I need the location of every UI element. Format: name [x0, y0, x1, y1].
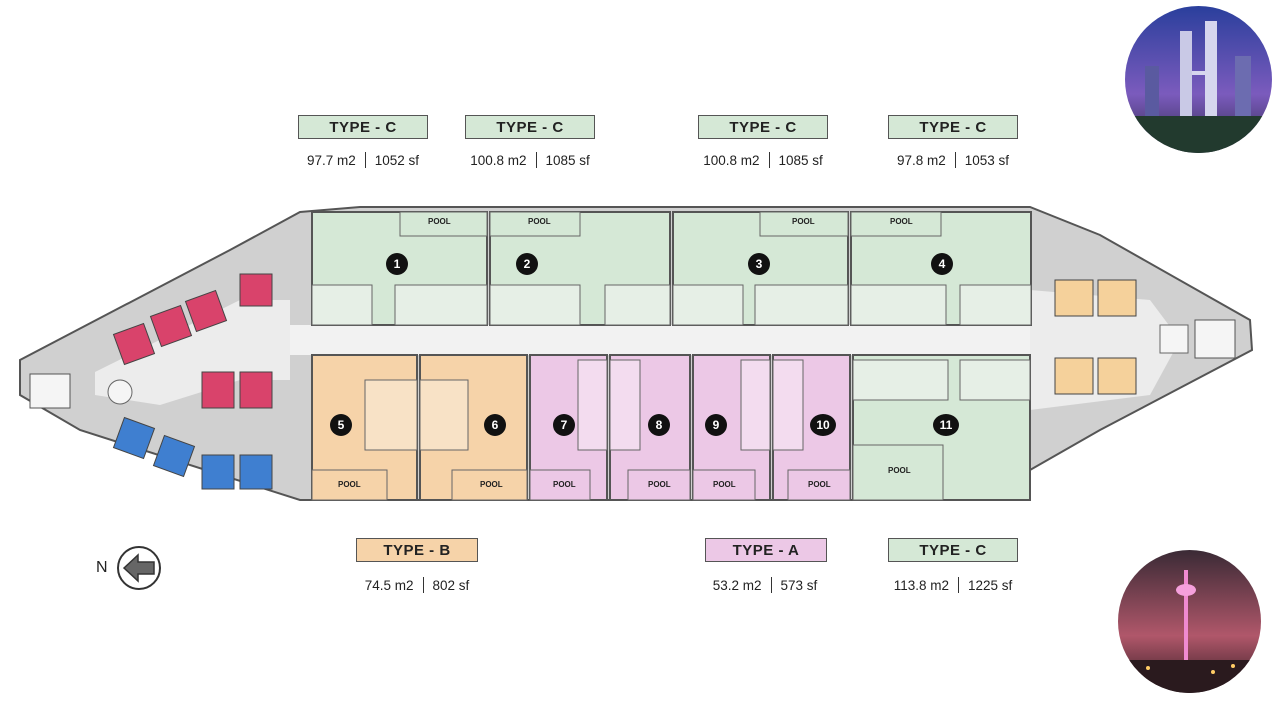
pool-label: POOL: [553, 480, 576, 489]
type-label: TYPE - C: [888, 538, 1018, 562]
city-skyline-photo: [1125, 6, 1272, 153]
unit-number-marker: 11: [933, 414, 959, 436]
area-info: 97.7 m2 1052 sf: [288, 150, 438, 170]
unit-number-marker: 5: [330, 414, 352, 436]
north-letter: N: [96, 559, 108, 576]
type-label: TYPE - C: [888, 115, 1018, 139]
area-sf: 1052 sf: [374, 152, 420, 168]
area-info: 113.8 m2 1225 sf: [878, 575, 1028, 595]
divider: [364, 152, 366, 168]
unit-5: [311, 354, 418, 501]
area-m2: 113.8 m2: [893, 577, 949, 593]
area-m2: 53.2 m2: [712, 577, 762, 593]
pool-label: POOL: [428, 217, 451, 226]
pool-label: POOL: [713, 480, 736, 489]
pool-label: POOL: [888, 466, 911, 475]
unit-number-marker: 3: [748, 253, 770, 275]
unit-4: [850, 211, 1032, 326]
type-label: TYPE - C: [465, 115, 595, 139]
divider: [768, 152, 770, 168]
pool-label: POOL: [890, 217, 913, 226]
tower-night-photo: [1118, 550, 1261, 693]
area-sf: 1225 sf: [968, 577, 1013, 593]
north-compass: N: [96, 545, 162, 591]
pool-label: POOL: [480, 480, 503, 489]
type-label: TYPE - B: [356, 538, 478, 562]
area-sf: 1053 sf: [964, 152, 1010, 168]
divider: [535, 152, 537, 168]
divider: [422, 577, 424, 593]
unit-6: [419, 354, 528, 501]
divider: [958, 577, 959, 593]
pool-label: POOL: [528, 217, 551, 226]
area-sf: 1085 sf: [778, 152, 823, 168]
unit-10: [772, 354, 851, 501]
pool-label: POOL: [808, 480, 831, 489]
pool-label: POOL: [792, 217, 815, 226]
unit-9: [692, 354, 771, 501]
pool-label: POOL: [648, 480, 671, 489]
area-sf: 802 sf: [432, 577, 470, 593]
unit-number-marker: 1: [386, 253, 408, 275]
divider: [770, 577, 772, 593]
area-m2: 100.8 m2: [470, 152, 527, 168]
west-parking: [29, 273, 273, 490]
area-sf: 573 sf: [780, 577, 818, 593]
area-m2: 97.8 m2: [896, 152, 946, 168]
east-parking: [1054, 279, 1236, 395]
type-label: TYPE - A: [705, 538, 827, 562]
area-m2: 100.8 m2: [703, 152, 760, 168]
area-sf: 1085 sf: [545, 152, 590, 168]
arrow-left-icon: [116, 546, 161, 590]
divider: [954, 152, 956, 168]
area-info: 100.8 m2 1085 sf: [455, 150, 605, 170]
corridor: [290, 325, 1170, 355]
unit-number-marker: 7: [553, 414, 575, 436]
pool-label: POOL: [338, 480, 361, 489]
area-m2: 74.5 m2: [364, 577, 414, 593]
area-m2: 97.7 m2: [306, 152, 356, 168]
unit-number-marker: 10: [810, 414, 836, 436]
unit-number-marker: 8: [648, 414, 670, 436]
unit-number-marker: 4: [931, 253, 953, 275]
area-info: 53.2 m2 573 sf: [690, 575, 840, 595]
area-info: 97.8 m2 1053 sf: [878, 150, 1028, 170]
unit-8: [609, 354, 691, 501]
unit-number-marker: 6: [484, 414, 506, 436]
type-label: TYPE - C: [298, 115, 428, 139]
type-label: TYPE - C: [698, 115, 828, 139]
area-info: 100.8 m2 1085 sf: [688, 150, 838, 170]
unit-number-marker: 2: [516, 253, 538, 275]
unit-number-marker: 9: [705, 414, 727, 436]
area-info: 74.5 m2 802 sf: [342, 575, 492, 595]
